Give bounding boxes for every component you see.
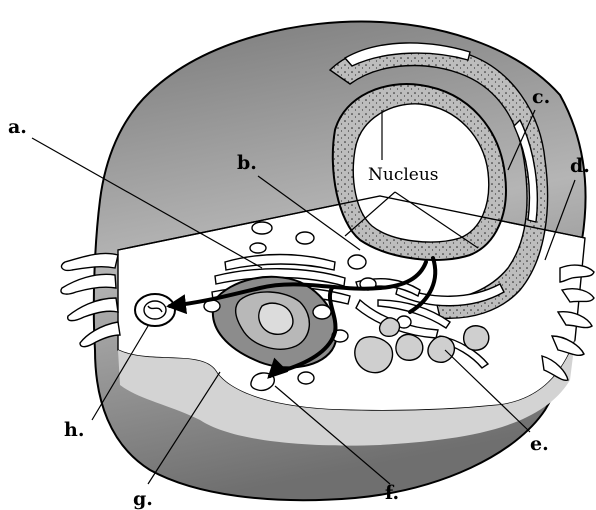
label-d: d. xyxy=(570,155,590,177)
mitochondrion xyxy=(135,294,175,326)
label-a: a. xyxy=(8,116,27,138)
microvilli-left xyxy=(61,253,120,346)
nucleus-label: Nucleus xyxy=(368,165,439,185)
label-f: f. xyxy=(385,482,399,504)
label-b: b. xyxy=(237,152,257,174)
label-h: h. xyxy=(64,419,84,441)
label-e: e. xyxy=(530,433,549,455)
label-g: g. xyxy=(133,488,153,510)
label-c: c. xyxy=(532,86,550,108)
